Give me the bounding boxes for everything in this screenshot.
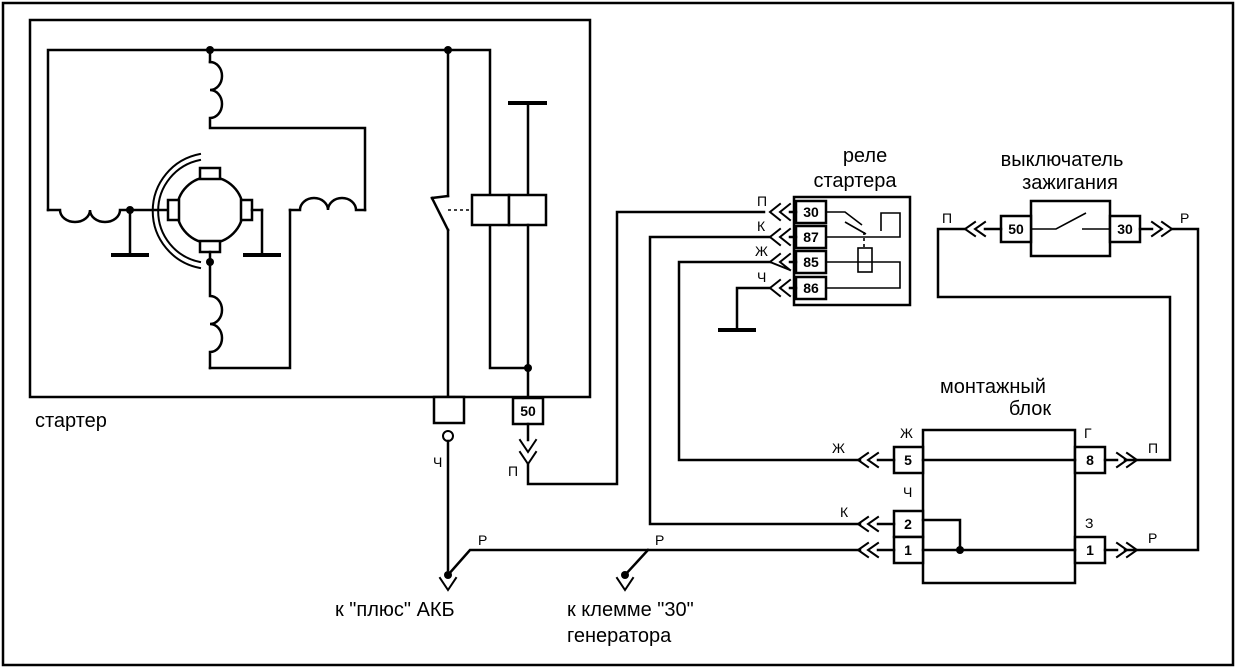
connector-chevron [1115, 451, 1139, 469]
ignition-switch: выключатель зажигания 50 30 П Р [942, 149, 1189, 258]
wire-label: Р [1148, 530, 1157, 546]
fuse-block: монтажный блок 5 2 1 8 1 Ж Ж Ч К Г [832, 376, 1158, 585]
starter-housing [28, 18, 592, 399]
starter-terminal-battery [432, 395, 466, 425]
coil-wire [208, 208, 292, 370]
wire-battery-to-generator [446, 548, 862, 577]
wire-label: Ч [757, 269, 766, 285]
wire-label: П [757, 193, 767, 209]
relay-contact [826, 211, 863, 226]
wire-label: П [508, 463, 518, 479]
field-coil-bottom [208, 260, 224, 370]
wire-label: П [942, 210, 952, 226]
relay-housing [792, 195, 912, 307]
pin-label: 1 [1086, 542, 1094, 558]
wire-label: Ж [755, 243, 768, 259]
pin-label: 2 [904, 516, 912, 532]
connector-chevron [1115, 541, 1139, 559]
wire-label: З [1085, 515, 1093, 531]
starter-relay: реле стартера 30 87 85 86 П К Ж Ч [755, 145, 912, 307]
relay-label-1: реле [843, 145, 887, 167]
wire-label: Ж [832, 440, 845, 456]
wire-label: Р [655, 532, 664, 548]
connector-chevron [768, 278, 792, 298]
field-coil-top [208, 48, 367, 212]
relay-label-2: стартера [813, 170, 897, 192]
contact-switch [430, 194, 450, 200]
pin-label: 85 [803, 254, 819, 270]
pin-label: 30 [1117, 221, 1133, 237]
wire-label: Ч [903, 484, 912, 500]
wire-relay87-to-block2 [648, 235, 862, 526]
starter: 50 [28, 18, 592, 442]
ignition-label-2: зажигания [1022, 172, 1118, 194]
solenoid-winding [507, 193, 548, 227]
pin-label: 8 [1086, 452, 1094, 468]
starter-label: стартер [35, 410, 107, 432]
wire-relay85-to-block5 [677, 260, 862, 462]
field-coil-left [46, 208, 132, 224]
connector-chevron [856, 451, 880, 469]
wire-label: П [1148, 440, 1158, 456]
wire-ignition30-to-block1 [1123, 227, 1200, 552]
field-coil-right [288, 196, 367, 212]
block-pin-2 [892, 509, 925, 539]
wire-starter-to-relay-30 [526, 210, 766, 486]
connector-chevron [856, 541, 880, 559]
block-pin-8 [1073, 445, 1107, 475]
relay-coil [857, 247, 873, 273]
connector-chevron [963, 220, 987, 238]
ignition-contact [1031, 212, 1087, 230]
generator-label-2: генератора [567, 625, 672, 647]
junction-dot [956, 546, 964, 554]
connector-chevron [1150, 220, 1174, 238]
solenoid-winding [470, 193, 511, 227]
wire-label: Ч [433, 454, 442, 470]
wire-label: К [840, 504, 849, 520]
pin-label: 50 [520, 403, 536, 419]
pin-label: 86 [803, 280, 819, 296]
connector-chevron [518, 438, 538, 466]
wire-ignition50-to-block8 [936, 227, 1172, 462]
armature-motor [151, 152, 254, 270]
connector-chevron [768, 227, 792, 247]
junction-dot [524, 364, 532, 372]
starter-terminal-50 [511, 396, 545, 426]
pin-label: 5 [904, 452, 912, 468]
connector-chevron [768, 252, 792, 272]
terminal-ring [442, 430, 454, 442]
ignition-label-1: выключатель [1001, 149, 1124, 171]
block-housing [921, 428, 1077, 585]
connector-chevron [856, 515, 880, 533]
battery-label: к "плюс" АКБ [335, 599, 455, 621]
generator-label-1: к клемме "30" [567, 599, 694, 621]
starter-bus-wire [46, 48, 530, 370]
wire-label: Р [478, 532, 487, 548]
wire-label: К [757, 218, 766, 234]
wire-label: Р [1180, 210, 1189, 226]
wire-label: Г [1084, 425, 1092, 441]
battery-connector [438, 576, 458, 592]
wire-label: Ж [900, 425, 913, 441]
block-label-1: монтажный [940, 376, 1046, 398]
pin-label: 1 [904, 542, 912, 558]
block-label-2: блок [1009, 398, 1052, 420]
pin-label: 50 [1008, 221, 1024, 237]
connector-chevron [768, 202, 792, 222]
pin-label: 30 [803, 204, 819, 220]
wire-relay86-ground [735, 286, 772, 332]
pin-label: 87 [803, 229, 819, 245]
generator-connector [615, 576, 635, 592]
